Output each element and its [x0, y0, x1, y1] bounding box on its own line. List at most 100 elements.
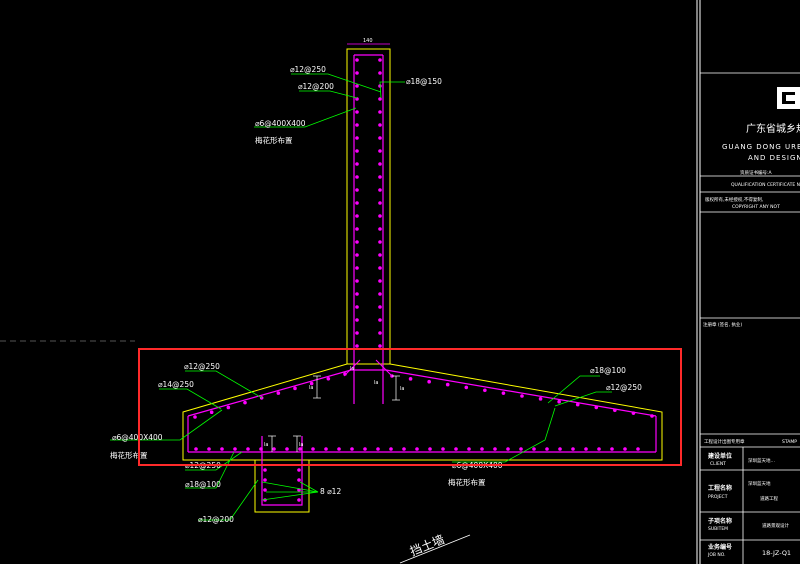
key-rebar-dot	[263, 468, 267, 472]
wall-rebar-dot	[378, 279, 382, 283]
wall-leaders	[254, 73, 405, 128]
base-rebar-dot	[464, 385, 469, 390]
base-rebar-dot	[285, 447, 289, 451]
base-rebar-dot	[326, 376, 331, 381]
wall-rebar-dot	[378, 175, 382, 179]
base-rebar-dot	[445, 382, 450, 387]
base-rebar-dot	[584, 447, 588, 451]
wall-rebar-dot	[378, 149, 382, 153]
base-rebar-dot	[207, 447, 211, 451]
client-label-en: CLIENT	[710, 461, 726, 467]
base-rebar-dot	[501, 391, 506, 395]
client-value: 深圳蓝天地…	[748, 457, 775, 464]
wall-rebar-dot	[378, 71, 382, 75]
base-rebar-dot	[441, 447, 445, 451]
wall-rebar-dot	[378, 58, 382, 62]
base-rebar-dot	[594, 405, 599, 410]
base-label-12-250-left: ⌀12@250	[184, 362, 220, 371]
wall-rebar-dot	[355, 58, 359, 62]
wall-rebar-dot	[355, 240, 359, 244]
company-name-en-2: AND DESIGNIN	[748, 154, 800, 162]
wall-rebar-dot	[355, 331, 359, 335]
retaining-wall-base: la la la la	[182, 359, 663, 461]
key-rebar-dot	[297, 498, 301, 502]
base-rebar-dot	[428, 447, 432, 451]
wall-rebar-dot	[355, 344, 359, 348]
base-outline	[182, 363, 663, 461]
cert-number-cn: 资质证书编号:A	[740, 169, 773, 176]
wall-rebar-dot	[355, 279, 359, 283]
wall-rebar-dot	[355, 214, 359, 218]
job-label-cn: 业务编号	[708, 543, 732, 551]
base-rebar-dot	[538, 397, 543, 401]
base-rebar-dot	[298, 447, 302, 451]
wall-rebar-dot	[378, 305, 382, 309]
company-logo-icon	[777, 87, 800, 109]
key-la-right: la	[299, 442, 303, 448]
base-rebar-dot	[194, 447, 198, 451]
base-rebar-dot	[311, 447, 315, 451]
wall-label-18-150: ⌀18@150	[406, 77, 442, 86]
wall-rebar-dot	[355, 84, 359, 88]
wall-rebar-dot	[355, 318, 359, 322]
shear-key: la la	[254, 435, 310, 513]
copyright-cn: 版权所有,未经授权,不得复制,	[705, 196, 763, 203]
wall-rebar-dot	[378, 240, 382, 244]
wall-rebar-dot	[378, 331, 382, 335]
wall-label-tie: ⌀6@400X400	[255, 119, 306, 128]
copyright-en: COPYRIGHT ANY NOT	[732, 204, 780, 210]
company-name-cn: 广东省城乡规	[746, 122, 800, 135]
base-rebar-dot	[636, 447, 640, 451]
top-dimension-text: 140	[363, 38, 373, 44]
wall-rebar-dot	[378, 253, 382, 257]
base-rebar-dot	[480, 447, 484, 451]
base-rebar-dot	[519, 447, 523, 451]
wall-rebar-dot	[355, 162, 359, 166]
base-rebar-dot	[337, 447, 341, 451]
base-rebar-dot	[483, 388, 487, 393]
key-label-18-100: ⌀18@100	[185, 480, 221, 489]
registration-stamp-note: 注册章 (签名, 执业)	[703, 321, 743, 328]
wall-rebar-dot	[355, 292, 359, 296]
wall-rebar-dot	[378, 266, 382, 270]
wall-rebar-dot	[355, 188, 359, 192]
retaining-wall-stem: 140	[346, 38, 391, 365]
la-dimension-marks	[313, 375, 400, 401]
base-rebar-dot	[571, 447, 575, 451]
wall-rebar-dot	[378, 214, 382, 218]
base-rebar-dot	[272, 447, 276, 451]
base-rebar-dot	[610, 447, 614, 451]
wall-rebar-dot	[355, 123, 359, 127]
base-rebar-dot	[558, 447, 562, 451]
key-label-12-200: ⌀12@200	[198, 515, 234, 524]
wall-rebar-dot	[355, 149, 359, 153]
base-rebar-dot	[343, 372, 347, 376]
base-rebar-dot	[506, 447, 510, 451]
la-label-right: la	[400, 386, 404, 392]
title-block: 广东省城乡规 GUANG DONG URBAN AND DESIGNIN 资质证…	[696, 0, 800, 564]
wall-label-tie-note: 梅花形布置	[255, 135, 293, 145]
base-rebar-dot	[467, 447, 471, 451]
base-rebar-dot	[575, 402, 580, 407]
wall-rebar-dot	[355, 227, 359, 231]
wall-rebar-dot	[355, 201, 359, 205]
project-value-2: 道路工程	[760, 495, 778, 502]
wall-rebar-dot	[355, 136, 359, 140]
project-stamp-label: 工程设计出图专用章	[704, 438, 745, 445]
key-label-8-12: 8 ⌀12	[320, 487, 341, 496]
la-label-corner-right: la	[374, 380, 378, 386]
base-rebar-dot	[650, 414, 654, 418]
key-rebar-dot	[263, 488, 267, 492]
wall-rebar-dot	[378, 136, 382, 140]
base-label-tie-left: ⌀6@400X400	[112, 433, 163, 442]
wall-rebar-dot	[378, 162, 382, 166]
wall-rebar-dot	[355, 175, 359, 179]
base-top-rebar	[187, 369, 657, 417]
base-rebar-dot	[220, 447, 224, 451]
base-rebar-dot	[243, 400, 247, 405]
wall-rebar-dot	[355, 110, 359, 114]
corner-bar-right	[375, 359, 393, 377]
base-rebar-dot	[520, 394, 524, 398]
base-rebar-dot	[415, 447, 419, 451]
